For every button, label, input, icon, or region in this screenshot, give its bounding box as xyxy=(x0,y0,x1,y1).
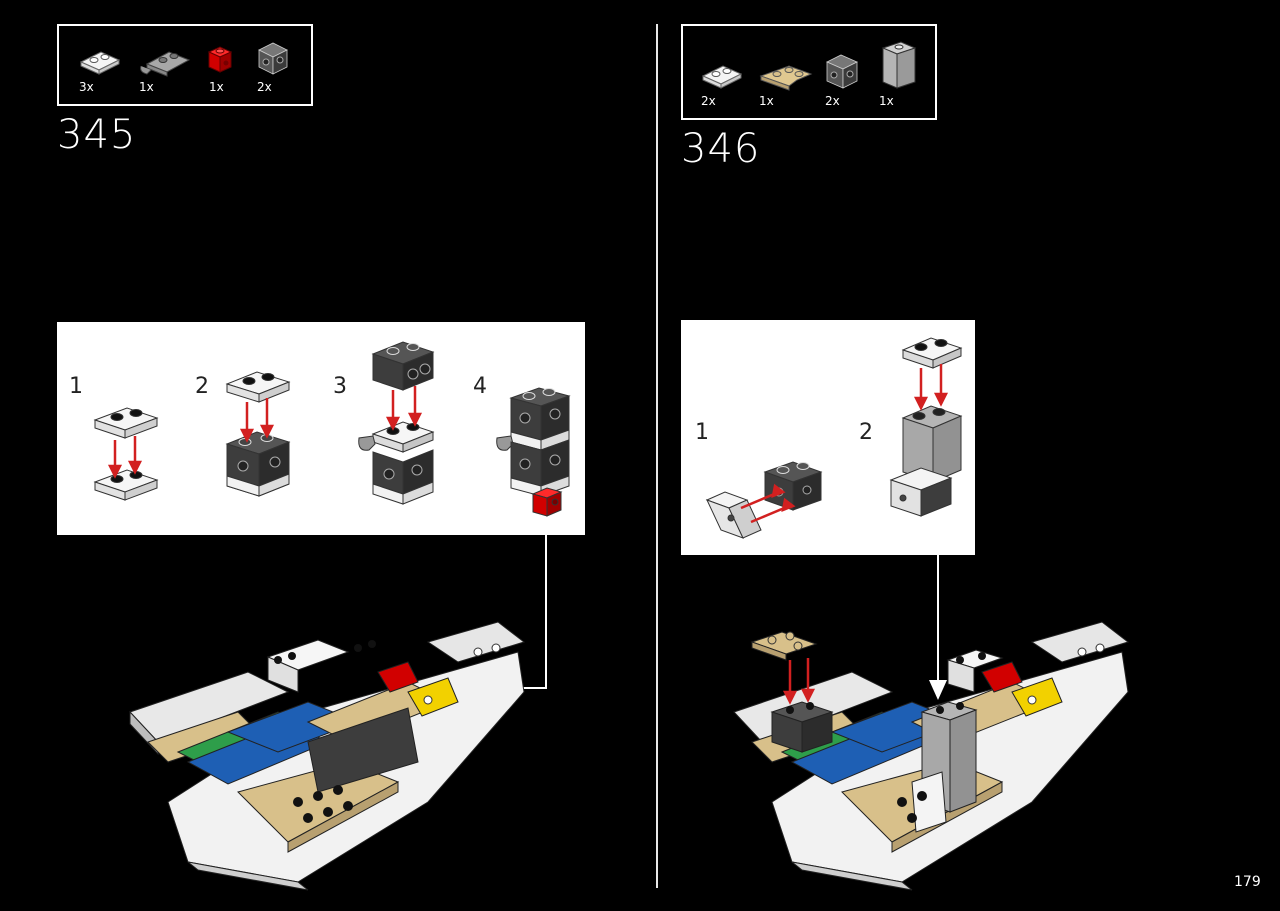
part-tan-corner-plate-icon xyxy=(759,65,813,91)
part-qty: 1x xyxy=(139,80,154,94)
substep-number: 2 xyxy=(195,374,209,399)
substep-3-illustration xyxy=(358,341,435,505)
substep-number: 4 xyxy=(473,374,487,399)
part-qty: 2x xyxy=(701,94,716,108)
step-number-345: 345 xyxy=(57,112,137,158)
substep-1-illustration xyxy=(705,461,823,539)
substep-number: 3 xyxy=(333,374,347,399)
substep-1-illustration xyxy=(93,407,159,501)
substep-2-illustration xyxy=(225,371,291,497)
substep-callout-346: 1 2 xyxy=(681,320,975,555)
part-qty: 2x xyxy=(825,94,840,108)
part-gray-clip-icon xyxy=(140,51,191,77)
substep-number: 1 xyxy=(695,420,709,445)
substep-callout-345: 1 2 3 4 xyxy=(57,322,585,535)
part-qty: 1x xyxy=(209,80,224,94)
substep-4-illustration xyxy=(496,387,571,517)
parts-list-346: 2x 1x 2x 1x xyxy=(681,24,937,120)
callout-connector-346 xyxy=(929,554,947,700)
substep-number: 2 xyxy=(859,420,873,445)
model-illustration-346 xyxy=(733,621,1130,891)
page-divider xyxy=(656,24,658,888)
part-light-gray-panel-icon xyxy=(881,41,917,89)
step-number-346: 346 xyxy=(681,126,761,172)
substep-2-illustration xyxy=(889,337,963,517)
part-dark-gray-brick-icon xyxy=(826,54,858,89)
part-qty: 2x xyxy=(257,80,272,94)
part-white-plate-icon xyxy=(79,51,121,75)
part-dark-gray-brick-icon xyxy=(258,42,288,75)
part-qty: 1x xyxy=(759,94,774,108)
substep-number: 1 xyxy=(69,374,83,399)
model-illustration-345 xyxy=(129,621,526,891)
page-number: 179 xyxy=(1234,874,1261,890)
part-qty: 3x xyxy=(79,80,94,94)
parts-list-345: 3x 1x 1x 2x xyxy=(57,24,313,106)
part-white-plate-icon xyxy=(701,65,743,89)
part-qty: 1x xyxy=(879,94,894,108)
part-red-brick-icon xyxy=(207,46,233,73)
